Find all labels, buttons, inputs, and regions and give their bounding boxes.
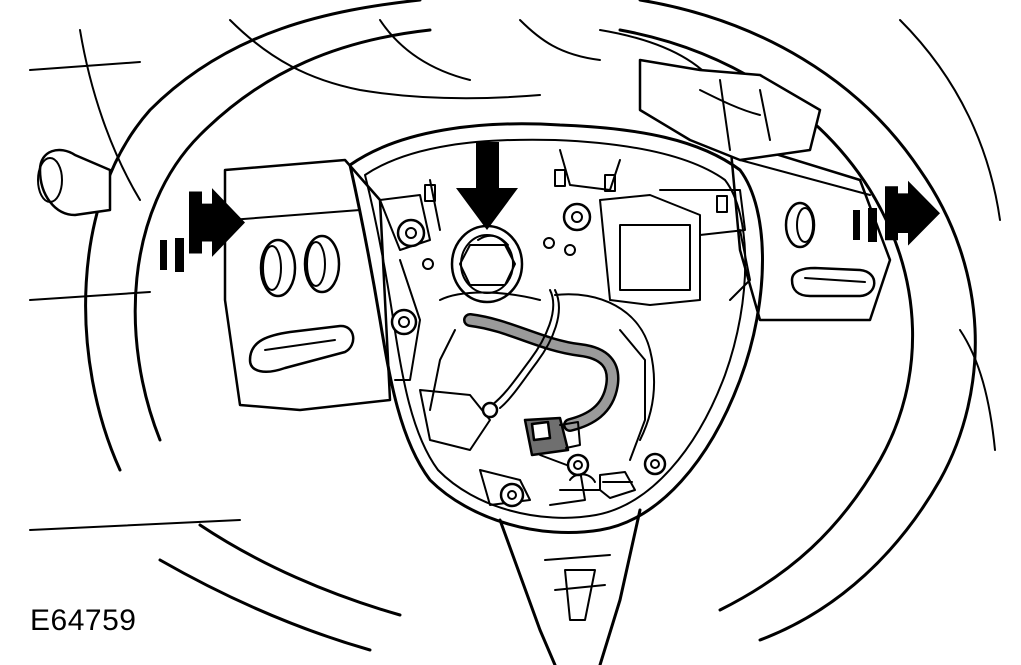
left-switch-1 xyxy=(259,238,297,298)
left-rocker-switch xyxy=(248,324,355,373)
upper-right-housing xyxy=(638,58,822,162)
solid-down-arrow-icon xyxy=(456,142,518,230)
right-switch-1 xyxy=(784,201,816,249)
hub-frame xyxy=(348,122,764,534)
airbag-wiring-harness xyxy=(463,289,656,441)
left-stalk-knob xyxy=(37,148,112,217)
left-spoke xyxy=(223,158,392,412)
right-spoke xyxy=(728,138,892,322)
wheel-rim xyxy=(84,0,977,652)
dashboard-background xyxy=(29,19,1001,531)
dashed-right-arrow-icon-left xyxy=(160,188,245,272)
hub-bolt-head xyxy=(459,244,516,286)
dashed-right-arrow-icon-right xyxy=(853,180,940,246)
left-switch-2 xyxy=(303,234,341,294)
lower-spoke xyxy=(498,508,642,665)
hub-bolt-outer xyxy=(450,224,524,304)
figure-id-label: E64759 xyxy=(30,604,137,637)
airbag-connector xyxy=(523,416,581,457)
right-rocker-switch xyxy=(790,266,876,298)
